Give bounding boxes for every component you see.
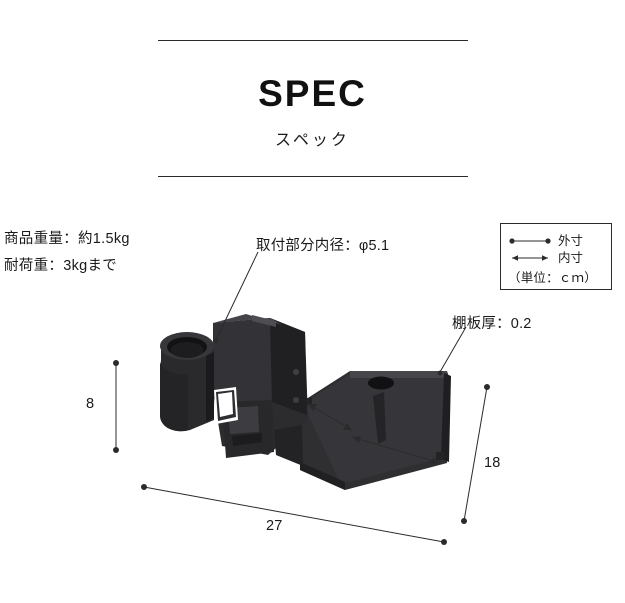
dimension-width-outer-label: 27: [266, 518, 283, 534]
legend-box: 外寸 内寸 （単位：ｃｍ）: [500, 223, 612, 290]
callout-leaders: [215, 251, 467, 373]
page-header: SPEC スペック: [0, 40, 625, 177]
shelf-back-lip: [350, 371, 447, 378]
header-divider-top: [157, 40, 468, 41]
callout-bore-label: 取付部分内径：φ5.1: [256, 238, 390, 254]
dimension-depth-18: [461, 384, 490, 524]
legend-label-outer: 外寸: [558, 234, 584, 248]
bracket-side-screw: [293, 369, 299, 375]
shelf-top-surface: [303, 373, 444, 484]
legend-unit-label: （単位：ｃｍ）: [508, 271, 597, 285]
dimension-depth-outer-label: 18: [484, 455, 501, 471]
bracket-window-hole: [218, 392, 233, 417]
page-subtitle: スペック: [275, 131, 350, 149]
dimension-depth-17-5: [307, 403, 353, 431]
load-capacity-text: 耐荷重：3kgまで: [4, 257, 118, 274]
shelf-front-edge: [300, 462, 345, 490]
leader-shelf-thickness: [439, 326, 467, 373]
bracket-side-screw-2: [293, 397, 299, 403]
bracket-body-side: [270, 318, 307, 415]
pole-clamp-front: [160, 360, 188, 432]
weight-spec-block: 商品重量：約1.5kg 耐荷重：3kgまで: [4, 226, 130, 280]
pole-clamp-edge: [206, 352, 214, 422]
page-title: SPEC: [258, 73, 367, 114]
bracket-lower-shadow: [232, 433, 262, 446]
shelf-right-rail: [441, 373, 451, 462]
bracket-top-notch: [252, 315, 276, 327]
shelf-groove: [373, 392, 386, 444]
shelf-notch-right: [436, 452, 444, 460]
bracket-top-face: [213, 314, 282, 325]
leader-bore: [215, 251, 259, 341]
bracket-body-front: [213, 318, 272, 408]
product-weight-text: 商品重量：約1.5kg: [4, 231, 130, 247]
dimension-height-8: [113, 360, 119, 453]
shelf-notch-left: [303, 398, 312, 405]
legend-label-inner: 内寸: [558, 251, 584, 265]
product-illustration: [160, 314, 451, 490]
dimension-width-13: [351, 436, 441, 464]
header-divider-bottom: [157, 175, 468, 177]
pole-clamp-bore-inner: [170, 342, 204, 358]
outer-dimension-arrow-icon: [508, 235, 552, 245]
inner-dimension-arrow-icon: [508, 252, 552, 262]
dimension-height-label: 8: [86, 396, 95, 412]
bracket-shelf-connector: [274, 425, 303, 466]
shelf-cable-hole: [368, 376, 394, 390]
legend-row-outer: 外寸: [508, 231, 605, 248]
callout-shelf-thickness-label: 棚板厚：0.2: [452, 316, 532, 332]
dimension-width-27: [141, 484, 447, 545]
leader-bore-dot: [213, 338, 219, 344]
leader-shelf-dot: [437, 370, 443, 376]
legend-row-inner: 内寸: [508, 248, 605, 265]
